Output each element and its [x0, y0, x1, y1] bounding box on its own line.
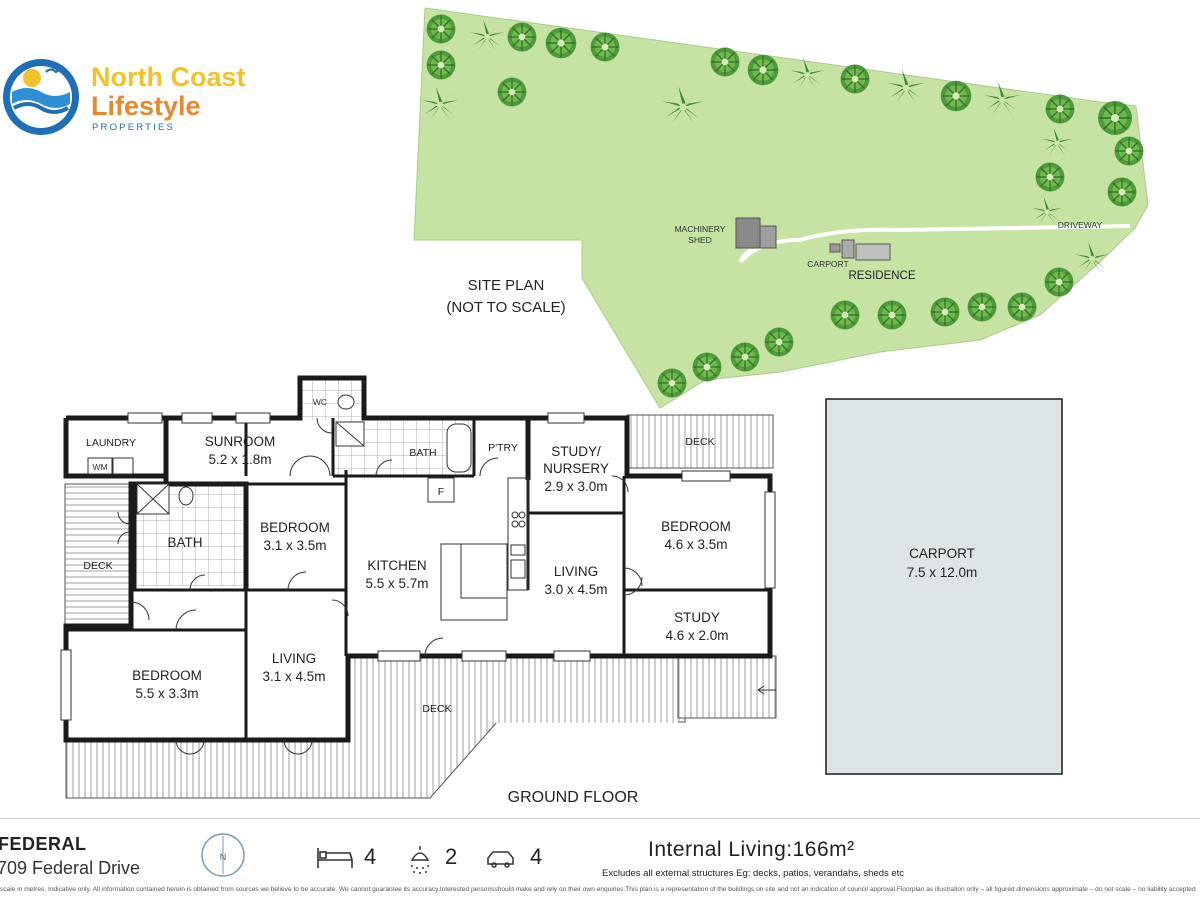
- brand-line3: PROPERTIES: [92, 122, 175, 133]
- disclaimer: scale in metres. Indicative only. All in…: [0, 886, 1196, 893]
- shower-icon: [410, 846, 430, 874]
- washing-machine: [87, 457, 113, 475]
- fridge-label: F: [438, 486, 444, 498]
- study-nursery-name-2: NURSERY: [543, 461, 609, 476]
- living-left-dim: 3.1 x 4.5m: [262, 669, 325, 684]
- study-nursery-name-1: STUDY/: [551, 444, 601, 459]
- bath-left-name: BATH: [167, 535, 202, 550]
- laundry-tub: [112, 457, 134, 475]
- carport: CARPORT 7.5 x 12.0m: [825, 398, 1063, 775]
- bath-top-name: BATH: [409, 447, 436, 459]
- site-label-machinery-1: MACHINERY: [675, 224, 726, 234]
- floor-plan: LAUNDRY WM SUNROOM 5.2 x 1.8m WC BATH P'…: [60, 375, 777, 806]
- bedroom-right-dim: 4.6 x 3.5m: [664, 537, 727, 552]
- deck-left-area: [64, 483, 132, 625]
- residence-building: [829, 239, 891, 261]
- kitchen-name: KITCHEN: [367, 558, 426, 573]
- living-left-name: LIVING: [272, 651, 316, 666]
- bedroom-mid-name: BEDROOM: [260, 520, 330, 535]
- bed-icon: [317, 848, 353, 868]
- living-right-name: LIVING: [554, 564, 598, 579]
- wc-name: WC: [313, 397, 327, 407]
- site-label-driveway: DRIVEWAY: [1058, 220, 1103, 230]
- deck-top-name: DECK: [685, 436, 714, 448]
- laundry-wm: WM: [92, 462, 107, 472]
- study-nursery-dim: 2.9 x 3.0m: [544, 479, 607, 494]
- site-label-machinery-2: SHED: [688, 235, 712, 245]
- site-plan-title: SITE PLAN: [468, 277, 545, 294]
- deck-left-name: DECK: [83, 560, 112, 572]
- site-label-carport: CARPORT: [807, 259, 848, 269]
- site-plan: MACHINERY SHED CARPORT RESIDENCE DRIVEWA…: [413, 7, 1149, 409]
- property-name: FEDERAL: [0, 834, 87, 854]
- carport-dim: 7.5 x 12.0m: [907, 565, 978, 580]
- floor-title: GROUND FLOOR: [508, 789, 639, 806]
- bedroom-mid-dim: 3.1 x 3.5m: [263, 538, 326, 553]
- sunroom-dim: 5.2 x 1.8m: [208, 452, 271, 467]
- excludes-note: Excludes all external structures Eg: dec…: [602, 868, 905, 879]
- property-address: 709 Federal Drive: [0, 858, 141, 878]
- logo-emblem: [3, 59, 79, 135]
- bedroom-left-name: BEDROOM: [132, 668, 202, 683]
- toilet-wc: [337, 394, 355, 410]
- pantry-name: P'TRY: [488, 442, 518, 454]
- footer-divider: [0, 818, 1200, 819]
- kitchen-bench: [507, 477, 529, 591]
- internal-living: Internal Living:166m²: [648, 838, 855, 861]
- deck-bottom-name: DECK: [422, 703, 451, 715]
- site-label-residence: RESIDENCE: [848, 270, 915, 282]
- kitchen-dim: 5.5 x 5.7m: [365, 576, 428, 591]
- bedroom-count: 4: [364, 844, 377, 869]
- deck-top-area: [626, 414, 774, 469]
- fridge-box: [427, 477, 455, 503]
- car-icon: [487, 851, 514, 868]
- bedroom-left-dim: 5.5 x 3.3m: [135, 686, 198, 701]
- compass-icon: N: [201, 833, 245, 877]
- bathroom-count: 2: [445, 844, 458, 869]
- laundry-name: LAUNDRY: [86, 437, 136, 449]
- compass-label: N: [220, 852, 227, 862]
- car-count: 4: [530, 844, 543, 869]
- bathtub: [446, 423, 472, 473]
- machinery-shed: [735, 217, 777, 249]
- driveway-path: [738, 224, 1131, 264]
- carport-name: CARPORT: [909, 546, 975, 561]
- sunroom-name: SUNROOM: [205, 434, 276, 449]
- brand-line2: Lifestyle: [91, 91, 201, 121]
- brand-line1: North Coast: [91, 62, 246, 92]
- bedroom-right-name: BEDROOM: [661, 519, 731, 534]
- study-dim: 4.6 x 2.0m: [665, 628, 728, 643]
- toilet-left: [178, 486, 194, 506]
- living-right-dim: 3.0 x 4.5m: [544, 582, 607, 597]
- study-name: STUDY: [674, 610, 720, 625]
- brand-logo: North Coast Lifestyle PROPERTIES: [3, 59, 246, 135]
- site-plan-subtitle: (NOT TO SCALE): [446, 299, 565, 316]
